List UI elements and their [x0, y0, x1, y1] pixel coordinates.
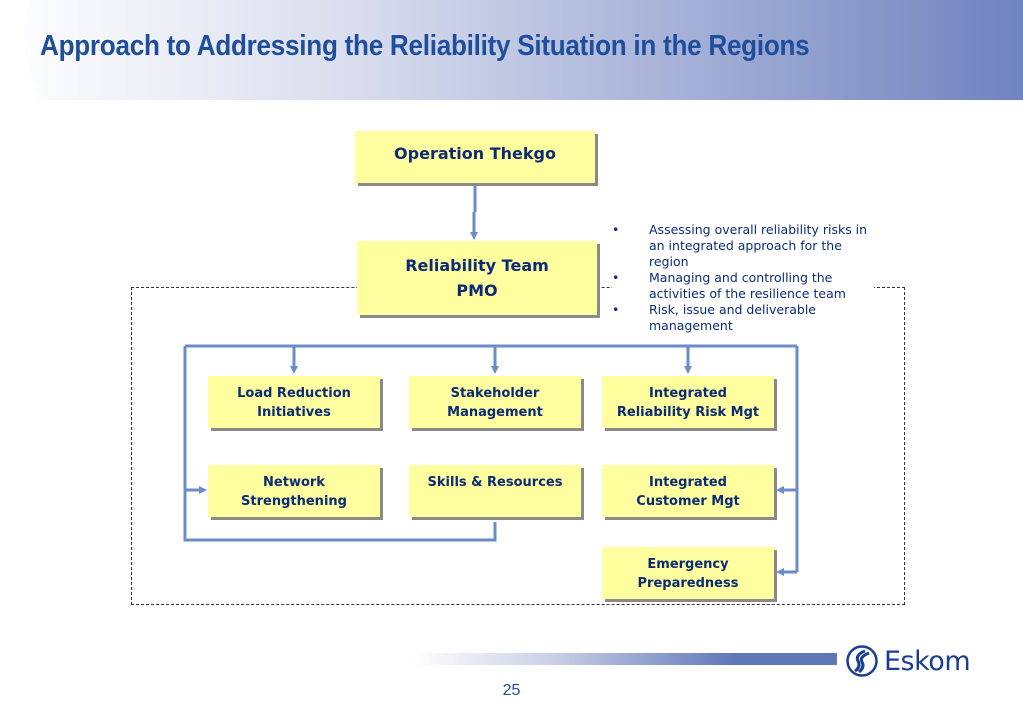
- stakeholder-line2: Management: [447, 405, 543, 420]
- skills-resources-box: Skills & Resources: [409, 465, 581, 517]
- emergency-preparedness-box: Emergency Preparedness: [602, 547, 774, 599]
- bullet-text: Risk, issue and deliverable management: [649, 302, 816, 333]
- bullet-dot: •: [612, 302, 620, 317]
- risk-line2: Reliability Risk Mgt: [616, 405, 760, 420]
- integrated-customer-box: Integrated Customer Mgt: [602, 465, 774, 517]
- emergency-line2: Preparedness: [637, 576, 739, 591]
- bullet-dot: •: [612, 270, 620, 285]
- network-line2: Strengthening: [241, 494, 347, 509]
- pmo-label-line1: Reliability Team: [405, 256, 549, 275]
- customer-line2: Customer Mgt: [636, 494, 740, 509]
- bullet-dot: •: [612, 222, 620, 237]
- bullet-item: • Risk, issue and deliverable management: [612, 302, 874, 334]
- footer-bar: [266, 653, 837, 665]
- operation-thekgo-box: Operation Thekgo: [355, 131, 595, 183]
- page-title: Approach to Addressing the Reliability S…: [40, 30, 810, 62]
- eskom-logo: Eskom: [846, 645, 971, 677]
- load-reduction-line1: Load Reduction: [237, 386, 351, 401]
- risk-line1: Integrated: [649, 386, 727, 401]
- bullet-item: • Assessing overall reliability risks in …: [612, 222, 874, 270]
- customer-line1: Integrated: [649, 475, 727, 490]
- bullet-text: Assessing overall reliability risks in a…: [649, 222, 868, 269]
- pmo-label-line2: PMO: [456, 281, 498, 300]
- page-number: 25: [502, 682, 521, 699]
- bullet-text: Managing and controlling the activities …: [649, 270, 846, 301]
- load-reduction-box: Load Reduction Initiatives: [208, 376, 380, 428]
- reliability-team-pmo-box: Reliability Team PMO: [357, 241, 597, 315]
- skills-label: Skills & Resources: [427, 475, 563, 490]
- integrated-reliability-risk-box: Integrated Reliability Risk Mgt: [602, 376, 774, 428]
- emergency-line1: Emergency: [647, 557, 729, 572]
- operation-thekgo-label: Operation Thekgo: [394, 144, 556, 163]
- stakeholder-line1: Stakeholder: [450, 386, 540, 401]
- header-band: [0, 0, 1023, 100]
- network-line1: Network: [263, 475, 325, 490]
- pmo-responsibilities-list: • Assessing overall reliability risks in …: [612, 222, 874, 334]
- connector-operation-pmo: [474, 186, 475, 236]
- network-strengthening-box: Network Strengthening: [208, 465, 380, 517]
- eskom-emblem-icon: [846, 645, 878, 677]
- load-reduction-line2: Initiatives: [257, 405, 331, 420]
- stakeholder-management-box: Stakeholder Management: [409, 376, 581, 428]
- eskom-logo-text: Eskom: [884, 645, 971, 677]
- bullet-item: • Managing and controlling the activities…: [612, 270, 874, 302]
- connector-left-loop: [183, 346, 497, 542]
